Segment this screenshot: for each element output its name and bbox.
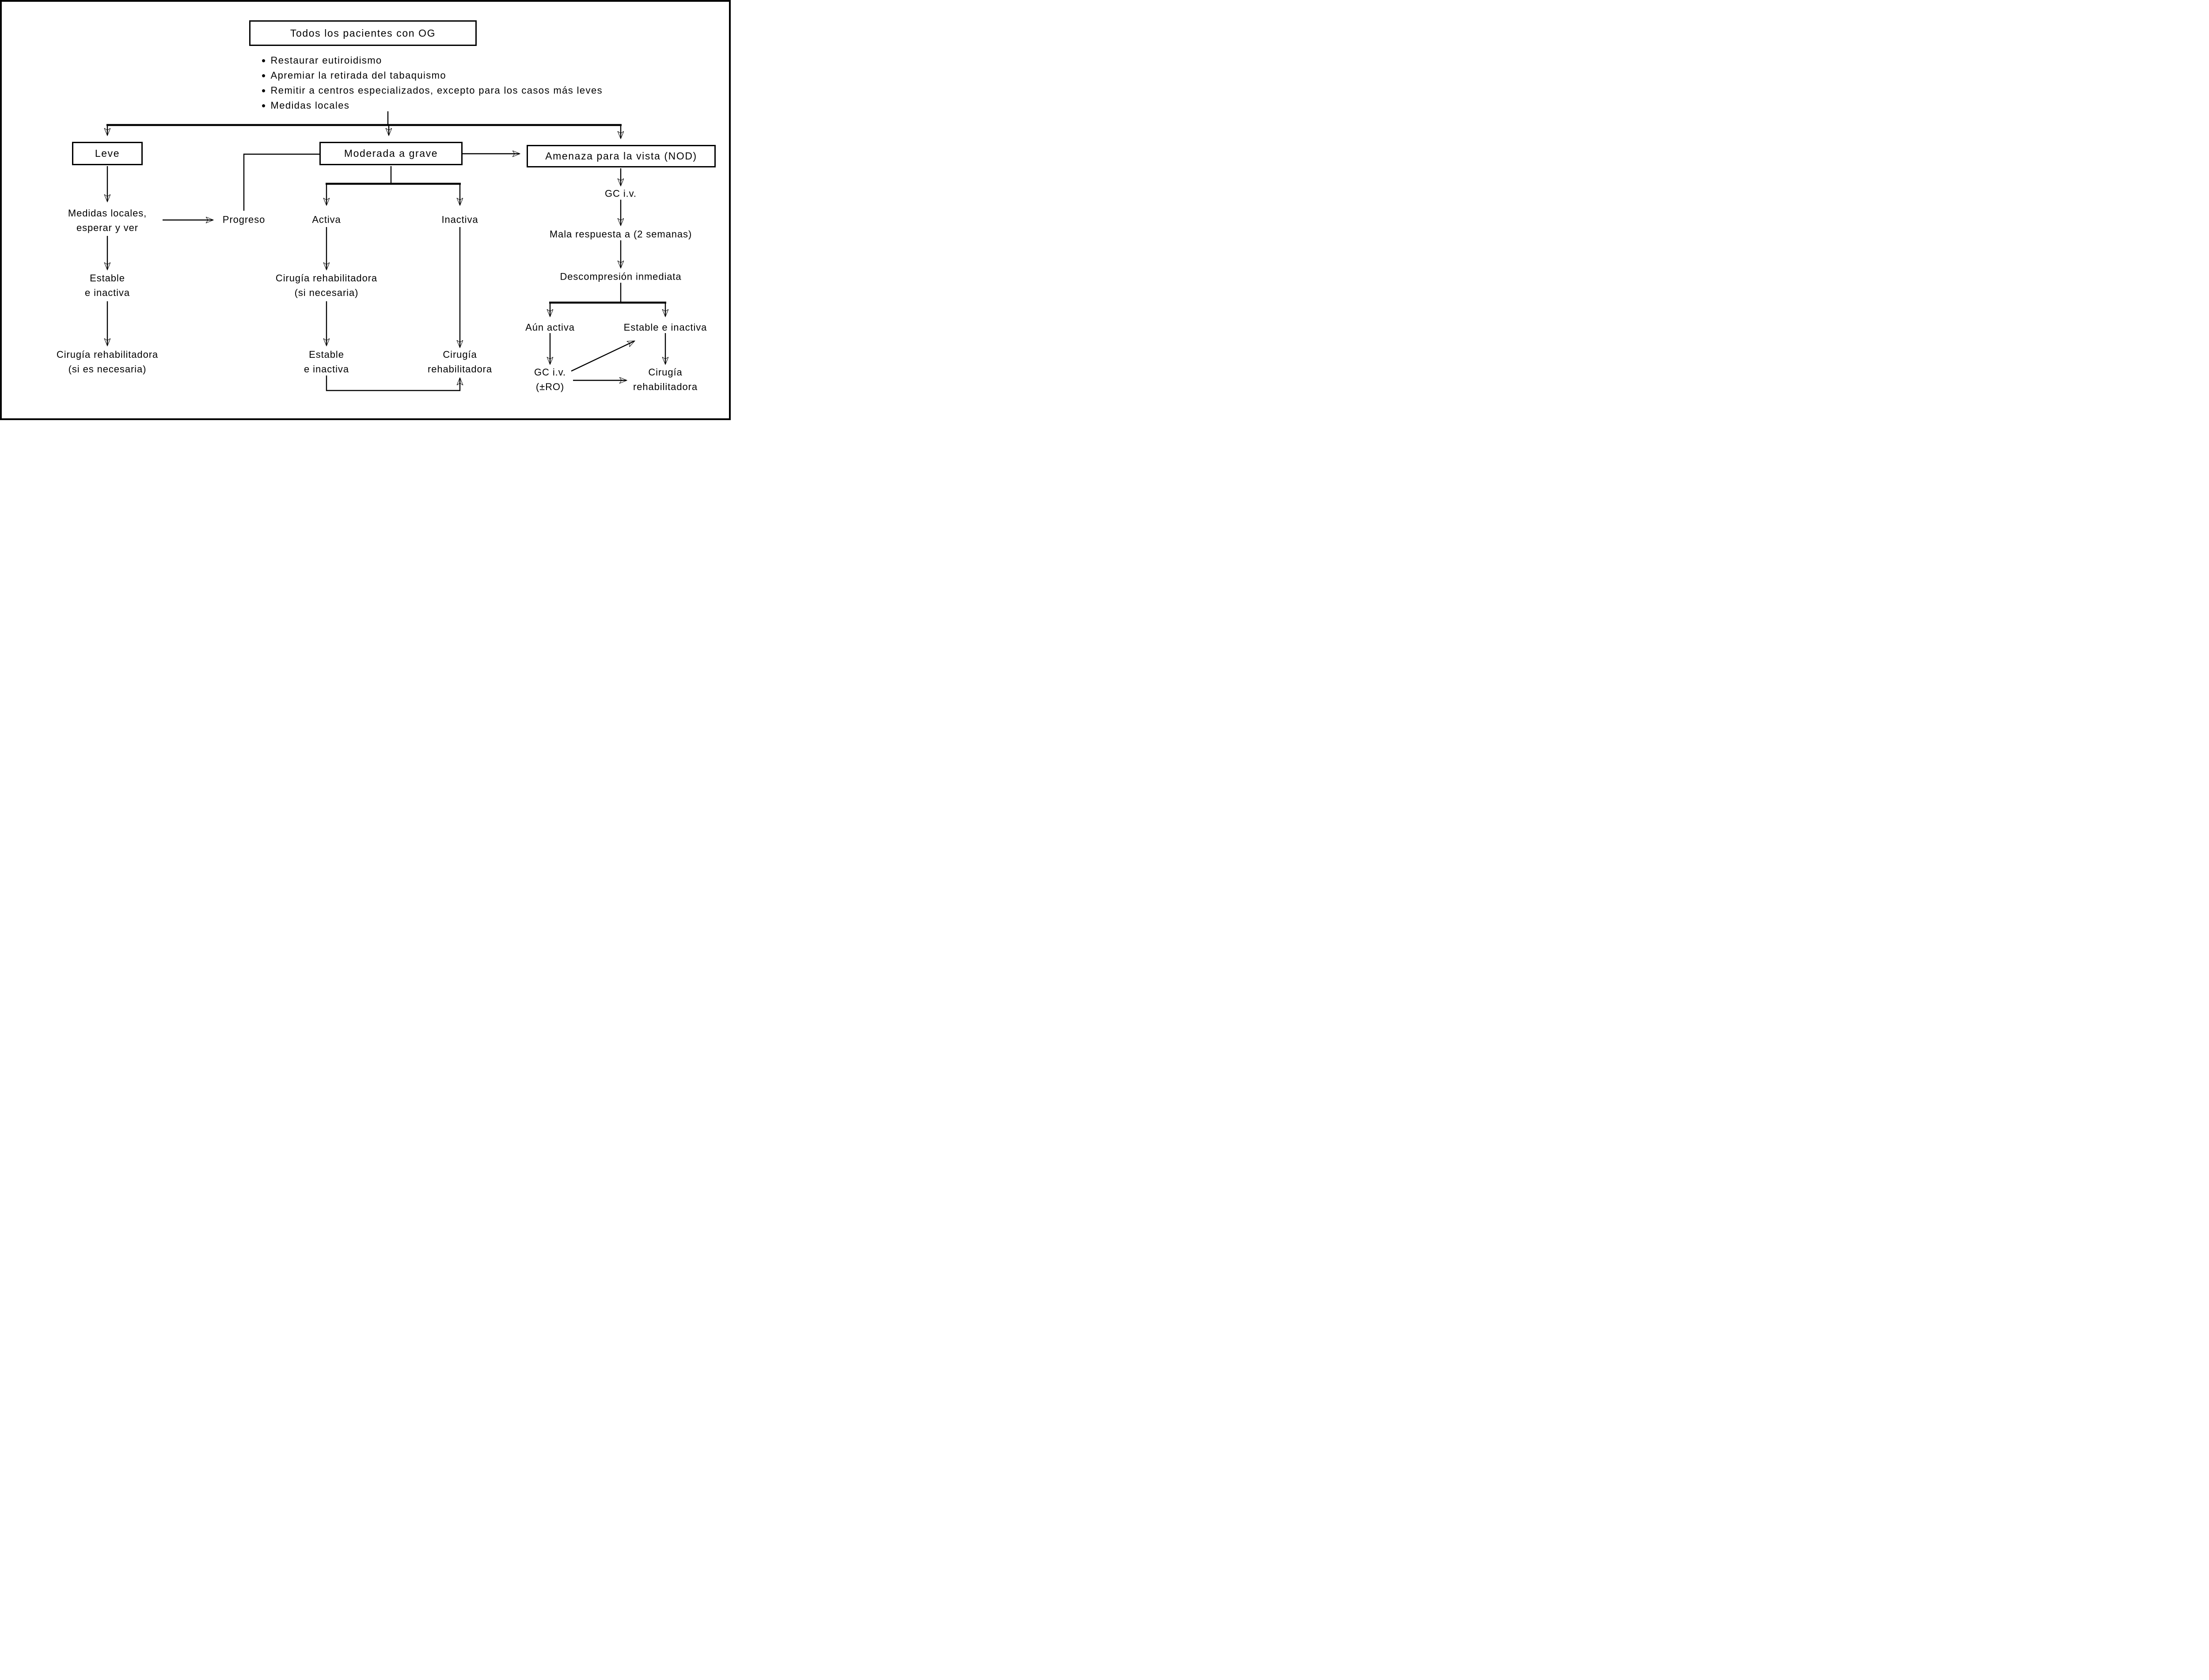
- box-amenaza-vista-label: Amenaza para la vista (NOD): [545, 150, 697, 162]
- label-line: (±RO): [535, 381, 565, 392]
- label-line: e inactiva: [304, 364, 349, 375]
- box-todos-pacientes: Todos los pacientes con OG: [249, 20, 477, 46]
- label-line: Aún activa: [525, 322, 575, 333]
- node-estable-inactiva-left: Estable e inactiva: [85, 271, 130, 300]
- bullet-icon: •: [262, 84, 266, 97]
- label-line: Cirugía: [443, 349, 477, 360]
- node-estable-inactiva-right: Estable e inactiva: [624, 320, 707, 335]
- node-cirugia-rehabilitadora-right: Cirugía rehabilitadora: [633, 365, 698, 394]
- label-line: (si necesaria): [294, 287, 359, 298]
- label-line: Estable e inactiva: [623, 322, 707, 333]
- box-amenaza-vista: Amenaza para la vista (NOD): [527, 145, 716, 167]
- label-line: esperar y ver: [76, 222, 139, 233]
- node-inactiva: Inactiva: [441, 212, 478, 227]
- bullet-icon: •: [262, 54, 266, 67]
- node-mala-respuesta: Mala respuesta a (2 semanas): [550, 227, 692, 242]
- label-line: Cirugía: [648, 367, 683, 378]
- bullet-icon: •: [262, 69, 266, 82]
- connector-layer: [0, 111, 731, 391]
- bullet-text: Restaurar eutiroidismo: [270, 55, 382, 66]
- node-cirugia-rehabilitadora-left: Cirugía rehabilitadora (si es necesaria): [57, 347, 158, 376]
- arrow-gcro-to-estable-diagonal: [571, 340, 634, 372]
- og-treatment-flowchart: Todos los pacientes con OG • Restaurar e…: [0, 0, 731, 420]
- elbow-estable-mid-to-cirugia: [326, 375, 460, 391]
- bullet-restaurar: • Restaurar eutiroidismo: [262, 53, 603, 68]
- root-bullet-list: • Restaurar eutiroidismo • Apremiar la r…: [262, 53, 603, 113]
- bullet-remitir: • Remitir a centros especializados, exce…: [262, 83, 603, 98]
- label-line: e inactiva: [85, 287, 130, 298]
- label-line: Cirugía rehabilitadora: [275, 273, 378, 284]
- bullet-text: Medidas locales: [270, 100, 350, 111]
- bullet-apremiar: • Apremiar la retirada del tabaquismo: [262, 68, 603, 83]
- node-medidas-locales-esperar: Medidas locales, esperar y ver: [68, 206, 147, 235]
- label-line: Medidas locales,: [68, 208, 147, 219]
- bullet-text: Apremiar la retirada del tabaquismo: [270, 70, 447, 81]
- label-line: Estable: [309, 349, 344, 360]
- node-activa: Activa: [312, 212, 341, 227]
- label-line: Descompresión inmediata: [560, 271, 682, 282]
- label-line: GC i.v.: [605, 188, 637, 199]
- label-line: Activa: [312, 214, 341, 225]
- label-line: Inactiva: [441, 214, 478, 225]
- node-gc-iv: GC i.v.: [605, 186, 637, 201]
- node-aun-activa: Aún activa: [525, 320, 575, 335]
- box-todos-pacientes-label: Todos los pacientes con OG: [290, 27, 436, 39]
- label-line: Mala respuesta a (2 semanas): [549, 228, 692, 240]
- node-estable-inactiva-mid: Estable e inactiva: [304, 347, 349, 376]
- box-leve-label: Leve: [95, 148, 120, 159]
- bullet-icon: •: [262, 99, 266, 112]
- bullet-text: Remitir a centros especializados, except…: [270, 85, 603, 96]
- node-descompresion-inmediata: Descompresión inmediata: [560, 269, 681, 284]
- bullet-medidas: • Medidas locales: [262, 98, 603, 113]
- label-line: rehabilitadora: [428, 364, 492, 375]
- node-cirugia-rehabilitadora-inactiva: Cirugía rehabilitadora: [428, 347, 492, 376]
- node-gc-iv-ro: GC i.v. (±RO): [534, 365, 566, 394]
- box-moderada-grave-label: Moderada a grave: [344, 148, 438, 159]
- label-line: Progreso: [222, 214, 266, 225]
- label-line: (si es necesaria): [68, 364, 147, 375]
- node-progreso: Progreso: [223, 212, 265, 227]
- label-line: rehabilitadora: [633, 381, 698, 392]
- box-leve: Leve: [72, 142, 143, 165]
- label-line: GC i.v.: [534, 367, 566, 378]
- node-cirugia-rehabilitadora-mid: Cirugía rehabilitadora (si necesaria): [276, 271, 377, 300]
- line-progreso-to-moderada: [243, 153, 319, 211]
- box-moderada-grave: Moderada a grave: [319, 142, 463, 165]
- label-line: Estable: [90, 273, 125, 284]
- label-line: Cirugía rehabilitadora: [56, 349, 159, 360]
